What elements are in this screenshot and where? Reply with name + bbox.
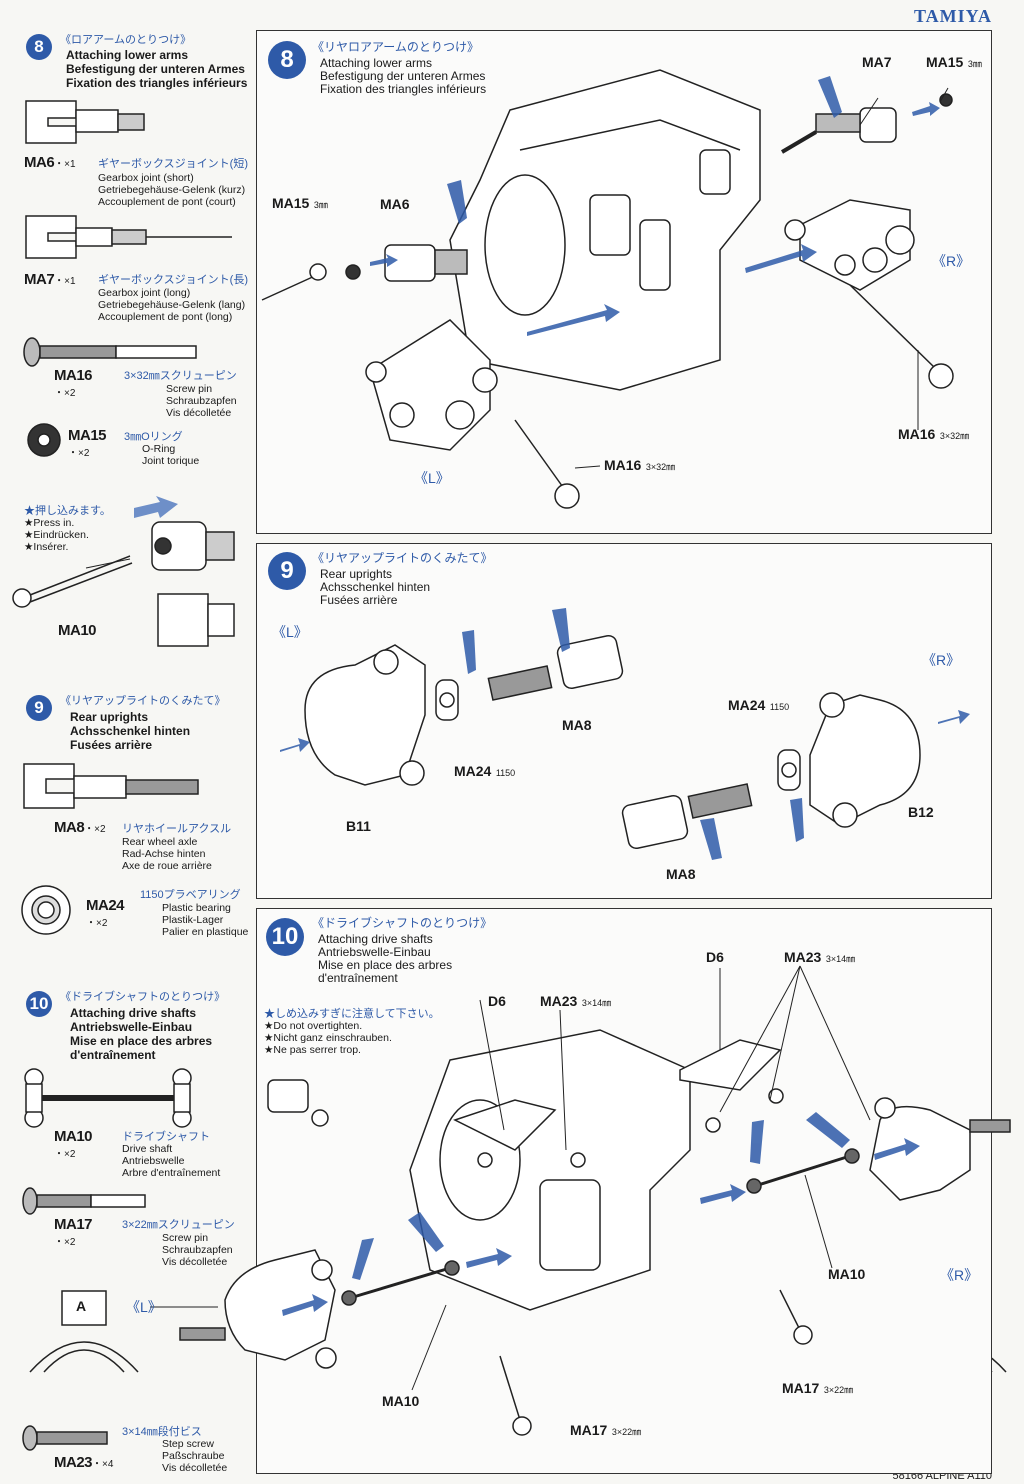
part-qty: ・×4 [92, 1459, 114, 1470]
step-number-badge: 8 [26, 34, 52, 60]
part-name-jp: リヤホイールアクスル [122, 823, 232, 835]
label-b12: B12 [908, 804, 934, 820]
part-code: MA8 [54, 819, 85, 836]
part-name-jp: ギヤーボックスジョイント(短) [98, 158, 248, 170]
label-size: 1150 [769, 702, 790, 712]
label-ma23: MA23 [540, 993, 578, 1009]
label-ma15: MA15 [926, 54, 964, 70]
side-label-right: 《R》 [940, 1267, 979, 1283]
part-qty: ・×2 [84, 824, 106, 835]
label-size: 3×14㎜ [581, 998, 612, 1008]
label-size: 3×22㎜ [823, 1385, 854, 1395]
step-number-badge: 10 [26, 991, 52, 1017]
part-name-jp: ギヤーボックスジョイント(長) [98, 274, 248, 286]
part-name-jp: 3×32㎜スクリューピン [124, 370, 237, 382]
label-d6: D6 [706, 949, 724, 965]
label-ma24: MA24 [728, 697, 766, 713]
part-desc: Gearbox joint (short)Getriebegehäuse-Gel… [98, 172, 246, 208]
part-name-jp: 1150プラベアリング [140, 889, 241, 901]
side-label-left: 《L》 [414, 470, 450, 486]
side-label-left: 《L》 [272, 624, 308, 640]
side-label-right: 《R》 [922, 652, 961, 668]
label-ma15: MA15 [272, 195, 310, 211]
part-code: MA16 [54, 367, 93, 384]
side-label-left: 《L》 [126, 1299, 162, 1315]
step-title-jp: 《リヤロアアームのとりつけ》 [312, 40, 480, 54]
label-ma24: MA24 [454, 763, 492, 779]
label-ma23: MA23 [784, 949, 822, 965]
brand-logo: TAMIYA [913, 6, 992, 26]
label-size: 3×32㎜ [645, 462, 676, 472]
step-title-jp: 《リヤアップライトのくみたて》 [312, 551, 493, 565]
label-size: 3㎜ [313, 200, 328, 210]
label-ma16: MA16 [898, 426, 936, 442]
press-note: ★押し込みます。★Press in.★Eindrücken.★Insérer. [24, 505, 111, 553]
part-qty: ・×2 [54, 388, 76, 399]
step-title-jp: 《ドライブシャフトのとりつけ》 [60, 991, 226, 1003]
step-number-badge: 9 [26, 695, 52, 721]
label-size: 3㎜ [967, 59, 982, 69]
part-name-jp: 3×22㎜スクリューピン [122, 1219, 235, 1231]
label-ma17: MA17 [782, 1380, 820, 1396]
part-qty: ・×1 [54, 276, 76, 287]
part-qty: ・×2 [68, 448, 90, 459]
label-size: 3×22㎜ [611, 1427, 642, 1437]
label-ma8: MA8 [562, 717, 592, 733]
label-ma17: MA17 [570, 1422, 608, 1438]
part-name-jp: 3㎜Oリング [124, 431, 183, 443]
label-ma7: MA7 [862, 54, 892, 70]
label-size: 3×14㎜ [825, 954, 856, 964]
part-qty: ・×2 [54, 1149, 76, 1160]
label-ma16: MA16 [604, 457, 642, 473]
part-code: MA10 [54, 1128, 93, 1145]
label-size: 3×32㎜ [939, 431, 970, 441]
part-code: MA24 [86, 897, 125, 914]
part-code: MA23 [54, 1454, 93, 1471]
step-title-jp: 《ドライブシャフトのとりつけ》 [312, 916, 493, 930]
part-code: MA10 [58, 622, 97, 639]
step-number-badge: 8 [268, 41, 306, 79]
side-label-right: 《R》 [932, 253, 971, 269]
part-code: MA7 [24, 271, 55, 288]
part-qty: ・×2 [86, 918, 108, 929]
step-title-jp: 《ロアアームのとりつけ》 [60, 34, 192, 46]
overtighten-note: ★しめ込みすぎに注意して下さい。★Do not overtighten.★Nic… [264, 1008, 440, 1056]
step-number-badge: 9 [268, 552, 306, 590]
label-ma10: MA10 [382, 1393, 420, 1409]
box-label-a: A [76, 1298, 87, 1314]
label-ma10: MA10 [828, 1266, 866, 1282]
step-number-badge: 10 [266, 918, 304, 956]
part-qty: ・×1 [54, 159, 76, 170]
label-b11: B11 [346, 818, 371, 834]
part-code: MA17 [54, 1216, 93, 1233]
label-d6: D6 [488, 993, 506, 1009]
label-ma6: MA6 [380, 196, 410, 212]
part-qty: ・×2 [54, 1237, 76, 1248]
label-ma8: MA8 [666, 866, 696, 882]
part-code: MA6 [24, 154, 55, 171]
part-code: MA15 [68, 427, 107, 444]
step-title-jp: 《リヤアップライトのくみたて》 [60, 695, 226, 707]
part-name-jp: ドライブシャフト [122, 1131, 210, 1143]
step10-panel [256, 908, 992, 1474]
label-size: 1150 [495, 768, 516, 778]
part-name-jp: 3×14㎜段付ビス [122, 1426, 202, 1438]
part-desc: Gearbox joint (long)Getriebegehäuse-Gele… [98, 287, 246, 323]
